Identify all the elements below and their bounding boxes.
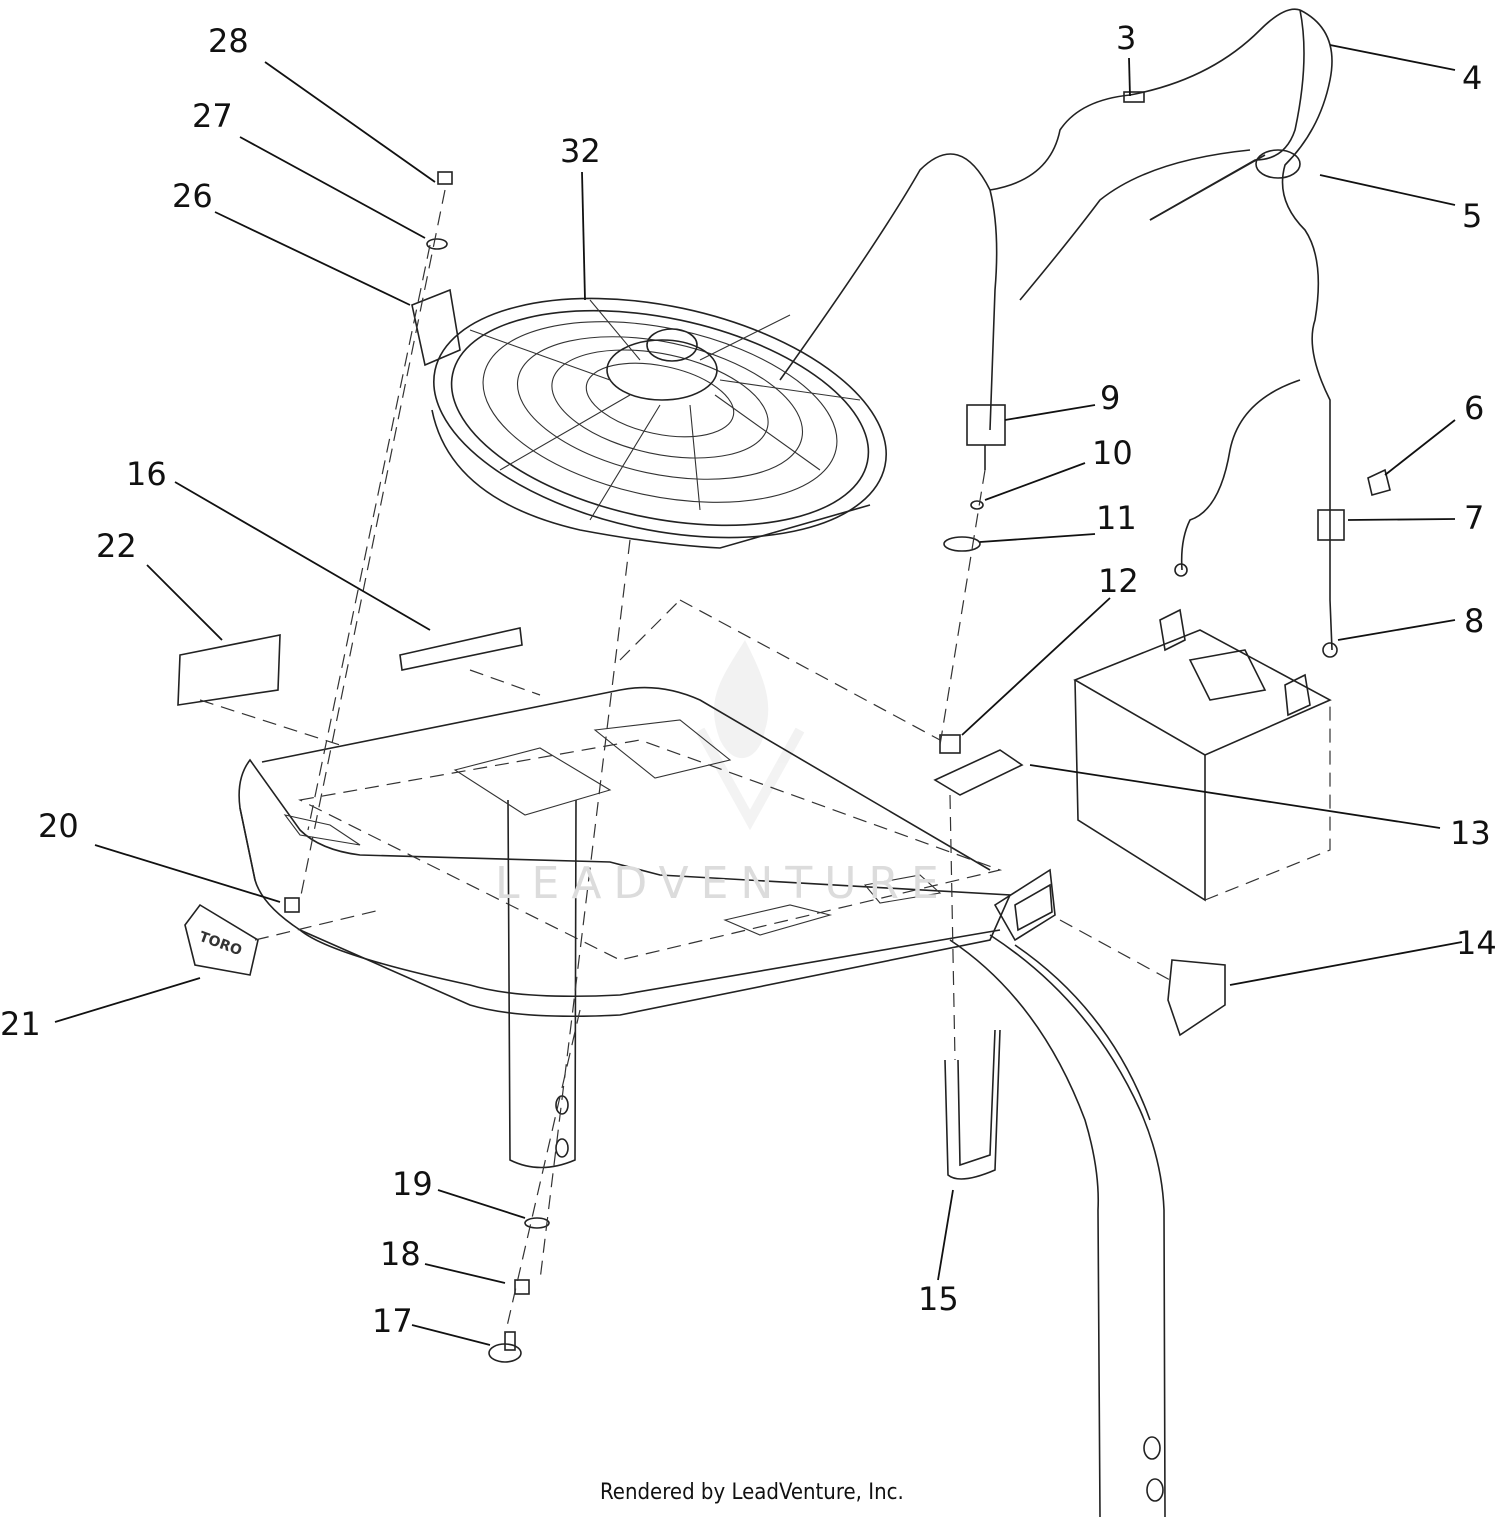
callout-5: 5 (1462, 197, 1483, 235)
battery (1073, 608, 1332, 902)
callout-11: 11 (1096, 499, 1137, 537)
callout-16: 16 (126, 455, 167, 493)
assembly-lines (199, 189, 1171, 1336)
callout-10: 10 (1092, 434, 1133, 472)
callout-26: 26 (172, 177, 213, 215)
callout-17: 17 (372, 1302, 413, 1340)
callout-27: 27 (192, 97, 233, 135)
callout-28: 28 (208, 22, 249, 60)
footer-credit: Rendered by LeadVenture, Inc. (600, 1480, 904, 1505)
callout-7: 7 (1464, 499, 1485, 537)
watermark-logo (695, 640, 805, 831)
callout-9: 9 (1100, 379, 1121, 417)
callout-8: 8 (1464, 602, 1485, 640)
watermark-text: LEADVENTURE (495, 858, 951, 909)
leader-lines (54, 44, 1463, 1346)
seat-frame (238, 686, 1166, 1517)
callout-20: 20 (38, 807, 79, 845)
fan-assembly (431, 297, 887, 549)
wiring-harness (779, 8, 1345, 658)
callout-3: 3 (1116, 19, 1137, 57)
callout-6: 6 (1464, 389, 1485, 427)
callout-12: 12 (1098, 562, 1139, 600)
decal-text: TORO (197, 929, 244, 959)
callout-19: 19 (392, 1165, 433, 1203)
callout-13: 13 (1450, 814, 1491, 852)
callout-15: 15 (918, 1280, 959, 1318)
callout-18: 18 (380, 1235, 421, 1273)
callout-14: 14 (1456, 924, 1497, 962)
callout-32: 32 (560, 132, 601, 170)
callout-4: 4 (1462, 59, 1483, 97)
callout-22: 22 (96, 527, 137, 565)
callout-21: 21 (0, 1005, 41, 1043)
